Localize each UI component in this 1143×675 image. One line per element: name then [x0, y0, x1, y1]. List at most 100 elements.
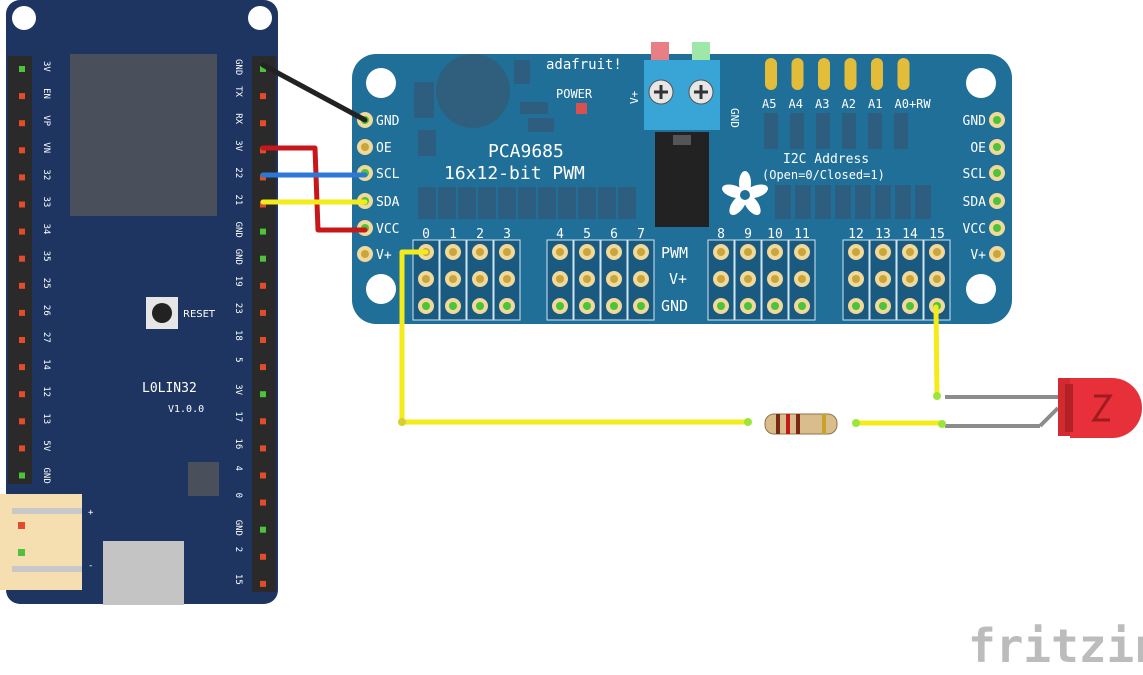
- esp32-left-pin-label: 33: [41, 197, 51, 208]
- esp32-right-pin-label: 15: [233, 574, 243, 585]
- screw-icon: [688, 79, 714, 105]
- wire-gnd15-yellow: [933, 304, 940, 399]
- esp32-left-pin[interactable]: [19, 309, 25, 316]
- chip-subtitle: 16x12-bit PWM: [444, 163, 585, 184]
- channel-headers: [412, 239, 951, 321]
- esp32-right-pin-label: 22: [233, 167, 243, 178]
- channel-pin-hole: [852, 248, 860, 256]
- address-jumper-pad[interactable]: [791, 58, 804, 90]
- usb-port: [103, 541, 184, 605]
- pca-right-pin-label: SCL: [963, 167, 987, 182]
- esp32-left-pin[interactable]: [19, 364, 25, 371]
- address-pin-label: A1: [868, 97, 882, 111]
- esp32-right-pin[interactable]: [260, 255, 266, 262]
- pca-right-pin-label: SDA: [963, 195, 987, 210]
- esp32-left-pin-label: 32: [41, 169, 51, 180]
- esp32-left-pin[interactable]: [19, 66, 25, 72]
- power-label: POWER: [556, 87, 593, 101]
- channel-pin-hole: [637, 248, 645, 256]
- esp32-right-pin[interactable]: [260, 472, 266, 479]
- channel-label: 6: [610, 227, 618, 242]
- channel-pin-hole: [610, 275, 618, 283]
- esp32-right-pin[interactable]: [260, 499, 266, 506]
- esp32-right-pin[interactable]: [260, 553, 266, 560]
- esp32-left-pin[interactable]: [19, 228, 25, 235]
- channel-pin-hole: [717, 275, 725, 283]
- esp32-left-pin[interactable]: [19, 391, 25, 398]
- esp32-right-pin[interactable]: [260, 418, 266, 425]
- esp32-left-pin[interactable]: [19, 201, 25, 208]
- esp32-left-pin[interactable]: [19, 418, 25, 425]
- esp32-right-pin[interactable]: [260, 364, 266, 371]
- esp32-left-pin[interactable]: [19, 93, 25, 100]
- esp32-left-pin[interactable]: [19, 472, 25, 479]
- pca-left-pin-hole: [361, 143, 369, 151]
- address-jumper-pad[interactable]: [844, 58, 857, 90]
- address-pin-label: A4: [789, 97, 803, 111]
- esp32-right-pin-label: 17: [233, 411, 243, 422]
- pca-left-pin-label: OE: [376, 141, 392, 156]
- channel-pin-hole: [879, 248, 887, 256]
- pca-right-pin-label: OE: [970, 141, 986, 156]
- esp32-right-pin-label: 16: [233, 438, 243, 449]
- address-jumper-pad[interactable]: [765, 58, 777, 90]
- esp32-left-pin[interactable]: [19, 282, 25, 289]
- esp32-left-pin-label: VN: [41, 142, 51, 153]
- esp32-right-pin[interactable]: [260, 120, 266, 127]
- channel-pin-hole: [771, 248, 779, 256]
- esp32-right-pin[interactable]: [260, 580, 266, 587]
- esp32-right-pin[interactable]: [260, 93, 266, 100]
- esp32-left-pin[interactable]: [19, 255, 25, 262]
- resistor[interactable]: [764, 413, 838, 435]
- esp32-right-pin-label: 3V: [233, 384, 243, 395]
- mount-hole: [966, 274, 996, 304]
- i2c-address-hint: (Open=0/Closed=1): [762, 168, 885, 182]
- screw-icon: [648, 79, 674, 105]
- esp32-right-pin[interactable]: [260, 445, 266, 452]
- esp32-left-pin-label: 3V: [41, 61, 51, 72]
- channel-pin-hole: [422, 275, 430, 283]
- left-header: [8, 56, 32, 484]
- channel-pin-hole: [771, 275, 779, 283]
- esp32-left-pin[interactable]: [19, 147, 25, 154]
- esp32-left-pin[interactable]: [19, 120, 25, 127]
- pca-right-pin-hole: [993, 250, 1001, 258]
- reset-button[interactable]: [152, 303, 172, 323]
- esp32-left-pin[interactable]: [19, 337, 25, 343]
- pca-left-pin-label: V+: [376, 248, 392, 263]
- led[interactable]: [945, 378, 1142, 438]
- esp32-right-pin-label: 19: [233, 276, 243, 287]
- esp32-left-pin-label: VP: [41, 115, 51, 126]
- esp32-left-pin[interactable]: [19, 445, 25, 452]
- terminal-wire-green: [692, 42, 710, 64]
- esp32-left-pin-label: 27: [41, 332, 51, 343]
- esp32-right-pin-label: GND: [233, 520, 243, 536]
- channel-label: 9: [744, 227, 752, 242]
- esp32-right-pin[interactable]: [260, 228, 266, 235]
- address-jumper-pad[interactable]: [818, 58, 830, 90]
- address-pads: [765, 58, 910, 90]
- channel-pin-hole: [933, 275, 941, 283]
- address-jumper-pad[interactable]: [871, 58, 883, 90]
- row-label-pwm: PWM: [661, 244, 688, 262]
- channel-pin-hole: [879, 302, 887, 310]
- channel-pin-hole: [637, 302, 645, 310]
- address-jumper-pad[interactable]: [897, 58, 910, 90]
- esp32-right-pin[interactable]: [260, 309, 266, 316]
- pca-right-pin-hole: [993, 143, 1001, 151]
- esp32-left-pin-label: 13: [41, 413, 51, 424]
- esp32-left-pin[interactable]: [19, 174, 25, 181]
- channel-pin-hole: [852, 302, 860, 310]
- esp32-right-pin[interactable]: [260, 391, 266, 398]
- channel-pin-hole: [556, 302, 564, 310]
- esp32-right-pin-label: GND: [233, 249, 243, 265]
- channel-label: 3: [503, 227, 511, 242]
- esp32-right-pin[interactable]: [260, 66, 266, 72]
- channel-pin-hole: [744, 248, 752, 256]
- esp32-right-pin[interactable]: [260, 282, 266, 289]
- esp32-right-pin[interactable]: [260, 337, 266, 343]
- channel-pin-hole: [906, 302, 914, 310]
- esp32-right-pin[interactable]: [260, 526, 266, 533]
